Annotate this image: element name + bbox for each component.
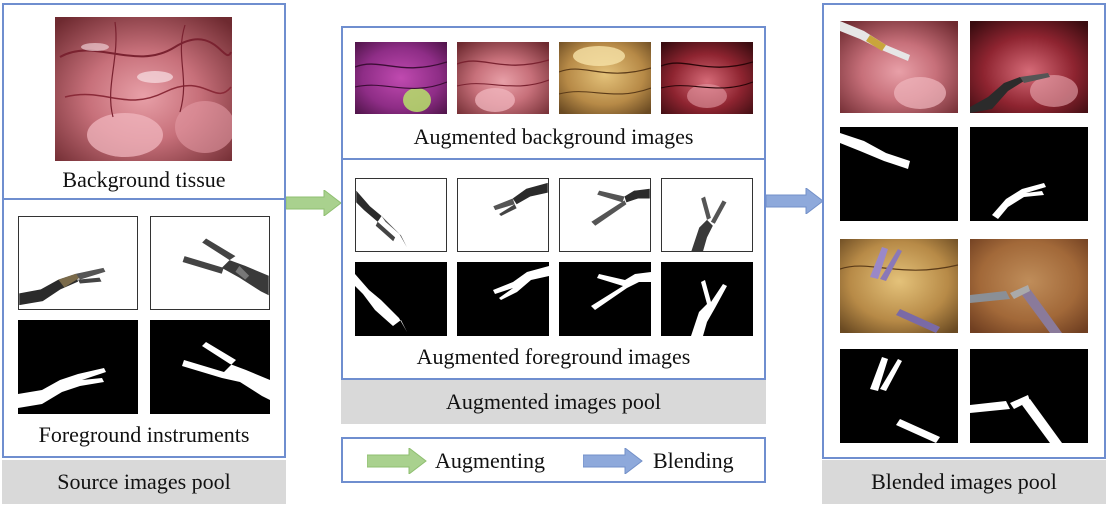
blended-pool-label-band: Blended images pool bbox=[822, 460, 1106, 504]
augmented-foreground-3 bbox=[559, 178, 651, 252]
augmented-foreground-4 bbox=[661, 178, 753, 252]
augmented-foreground-2 bbox=[457, 178, 549, 252]
legend-augmenting-arrow bbox=[366, 446, 427, 476]
blended-images-panel bbox=[822, 3, 1106, 459]
instrument-mask-1 bbox=[18, 320, 138, 414]
blended-image-3 bbox=[840, 239, 958, 333]
augmented-background-2 bbox=[457, 42, 549, 114]
source-foreground-panel: Foreground instruments bbox=[2, 198, 286, 458]
augmented-background-4 bbox=[661, 42, 753, 114]
augmented-mask-2 bbox=[457, 262, 549, 336]
augmented-background-panel: Augmented background images bbox=[341, 26, 766, 160]
legend-augmenting-label: Augmenting bbox=[435, 448, 545, 473]
blended-mask-1 bbox=[840, 127, 958, 221]
instrument-image-2 bbox=[150, 216, 270, 310]
legend-blending-label: Blending bbox=[653, 448, 734, 473]
source-background-panel: Background tissue bbox=[2, 3, 286, 201]
blended-pool-label: Blended images pool bbox=[871, 469, 1057, 494]
blended-mask-4 bbox=[970, 349, 1088, 443]
blended-image-1 bbox=[840, 21, 958, 113]
augmented-pool-label: Augmented images pool bbox=[445, 389, 662, 414]
background-tissue-image bbox=[55, 17, 232, 161]
foreground-instruments-caption: Foreground instruments bbox=[38, 422, 250, 447]
blended-image-2 bbox=[970, 21, 1088, 113]
augmented-pool-label-band: Augmented images pool bbox=[341, 380, 766, 424]
source-pool-label-band: Source images pool bbox=[2, 460, 286, 504]
instrument-mask-2 bbox=[150, 320, 270, 414]
augmented-mask-3 bbox=[559, 262, 651, 336]
augmented-background-1 bbox=[355, 42, 447, 114]
instrument-image-1 bbox=[18, 216, 138, 310]
augmenting-arrow bbox=[285, 188, 342, 218]
augmented-foreground-caption: Augmented foreground images bbox=[416, 344, 691, 369]
blended-image-4 bbox=[970, 239, 1088, 333]
blending-arrow bbox=[765, 186, 824, 216]
blended-mask-3 bbox=[840, 349, 958, 443]
source-pool-label: Source images pool bbox=[57, 469, 231, 494]
augmented-background-3 bbox=[559, 42, 651, 114]
legend-blending-arrow bbox=[582, 446, 643, 476]
augmented-background-caption: Augmented background images bbox=[413, 124, 694, 149]
legend-box: Augmenting Blending bbox=[341, 437, 766, 483]
blended-mask-2 bbox=[970, 127, 1088, 221]
augmented-foreground-1 bbox=[355, 178, 447, 252]
augmented-mask-4 bbox=[661, 262, 753, 336]
background-tissue-caption: Background tissue bbox=[62, 167, 226, 192]
augmented-mask-1 bbox=[355, 262, 447, 336]
augmented-foreground-panel: Augmented foreground images bbox=[341, 158, 766, 380]
